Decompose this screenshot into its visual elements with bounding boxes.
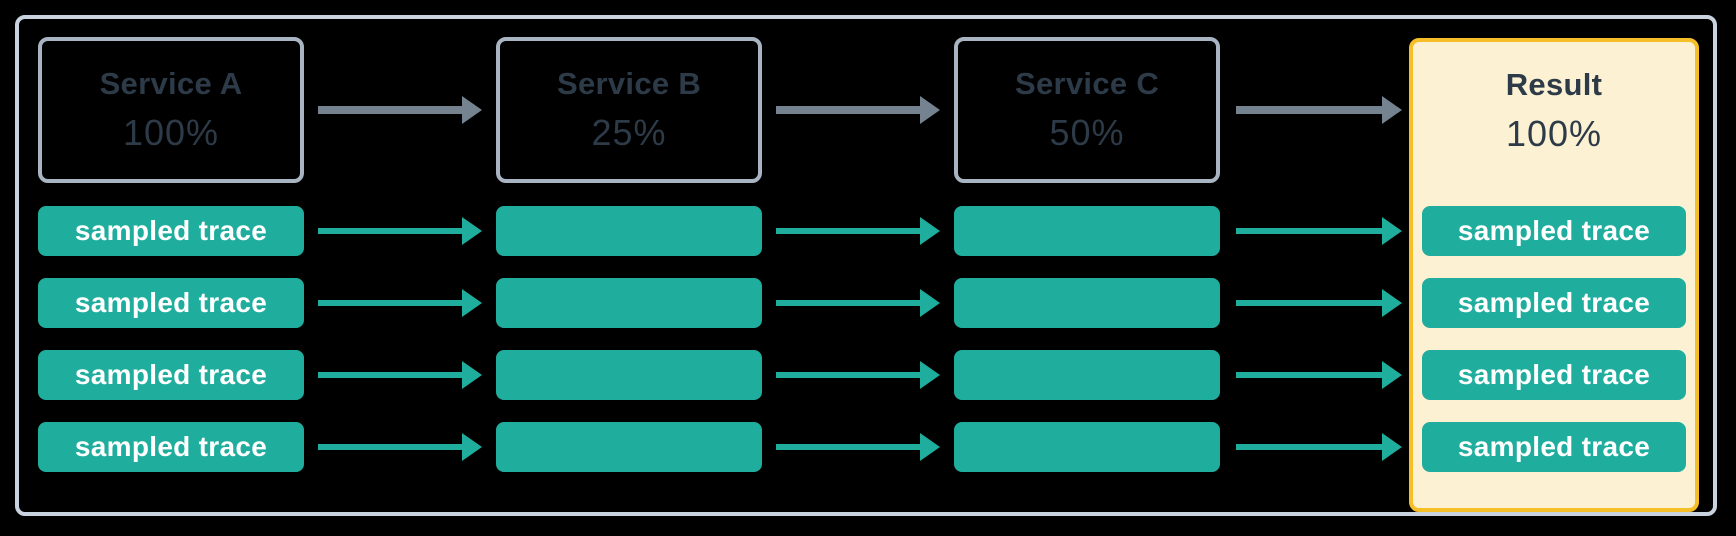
arrow-head-icon <box>1382 96 1402 124</box>
arrow-head-icon <box>1382 433 1402 461</box>
trace-flow-arrow <box>318 433 482 461</box>
arrow-line <box>776 106 920 114</box>
arrow-head-icon <box>920 217 940 245</box>
arrow-head-icon <box>1382 361 1402 389</box>
service-a-title: Service A <box>99 66 243 101</box>
arrow-line <box>1236 106 1382 114</box>
arrow-line <box>318 228 462 234</box>
arrow-line <box>1236 300 1382 306</box>
arrow-line <box>776 444 920 450</box>
arrow-line <box>1236 372 1382 378</box>
trace-pill <box>954 206 1220 256</box>
service-a-percent: 100% <box>122 112 220 153</box>
trace-pill <box>496 278 762 328</box>
service-b-box: Service B 25% <box>496 37 762 183</box>
result-percent: 100% <box>1505 113 1603 154</box>
arrow-head-icon <box>920 361 940 389</box>
sampled-trace-pill: sampled trace <box>38 278 304 328</box>
trace-flow-arrow <box>776 361 940 389</box>
trace-pill <box>496 422 762 472</box>
service-flow-arrow <box>1236 96 1402 124</box>
sampled-trace-pill: sampled trace <box>1422 422 1686 472</box>
arrow-line <box>318 300 462 306</box>
sampled-trace-pill: sampled trace <box>38 422 304 472</box>
trace-flow-arrow <box>1236 289 1402 317</box>
trace-pill <box>954 422 1220 472</box>
trace-pill <box>954 350 1220 400</box>
trace-flow-arrow <box>1236 361 1402 389</box>
trace-flow-arrow <box>318 217 482 245</box>
service-a-box: Service A 100% <box>38 37 304 183</box>
sampled-trace-pill: sampled trace <box>1422 350 1686 400</box>
arrow-line <box>318 444 462 450</box>
result-title: Result <box>1505 67 1603 102</box>
arrow-line <box>1236 444 1382 450</box>
service-c-title: Service C <box>1014 66 1160 101</box>
arrow-head-icon <box>920 433 940 461</box>
trace-pill <box>496 350 762 400</box>
arrow-line <box>318 106 462 114</box>
service-flow-arrow <box>318 96 482 124</box>
diagram-frame <box>15 15 1717 516</box>
arrow-head-icon <box>462 217 482 245</box>
trace-flow-arrow <box>1236 433 1402 461</box>
sampled-trace-pill: sampled trace <box>38 206 304 256</box>
service-b-percent: 25% <box>591 112 667 153</box>
sampled-trace-pill: sampled trace <box>1422 278 1686 328</box>
arrow-line <box>776 228 920 234</box>
trace-pill <box>954 278 1220 328</box>
service-c-box: Service C 50% <box>954 37 1220 183</box>
trace-flow-arrow <box>318 289 482 317</box>
arrow-head-icon <box>920 96 940 124</box>
arrow-line <box>1236 228 1382 234</box>
arrow-head-icon <box>920 289 940 317</box>
arrow-head-icon <box>462 289 482 317</box>
trace-flow-arrow <box>776 433 940 461</box>
trace-flow-arrow <box>776 217 940 245</box>
trace-flow-arrow <box>318 361 482 389</box>
arrow-line <box>776 300 920 306</box>
arrow-head-icon <box>462 96 482 124</box>
arrow-line <box>776 372 920 378</box>
trace-flow-arrow <box>1236 217 1402 245</box>
service-c-percent: 50% <box>1049 112 1125 153</box>
arrow-head-icon <box>462 361 482 389</box>
trace-pill <box>496 206 762 256</box>
service-b-title: Service B <box>556 66 702 101</box>
arrow-line <box>318 372 462 378</box>
arrow-head-icon <box>462 433 482 461</box>
sampled-trace-pill: sampled trace <box>38 350 304 400</box>
trace-flow-arrow <box>776 289 940 317</box>
arrow-head-icon <box>1382 289 1402 317</box>
arrow-head-icon <box>1382 217 1402 245</box>
sampled-trace-pill: sampled trace <box>1422 206 1686 256</box>
service-flow-arrow <box>776 96 940 124</box>
